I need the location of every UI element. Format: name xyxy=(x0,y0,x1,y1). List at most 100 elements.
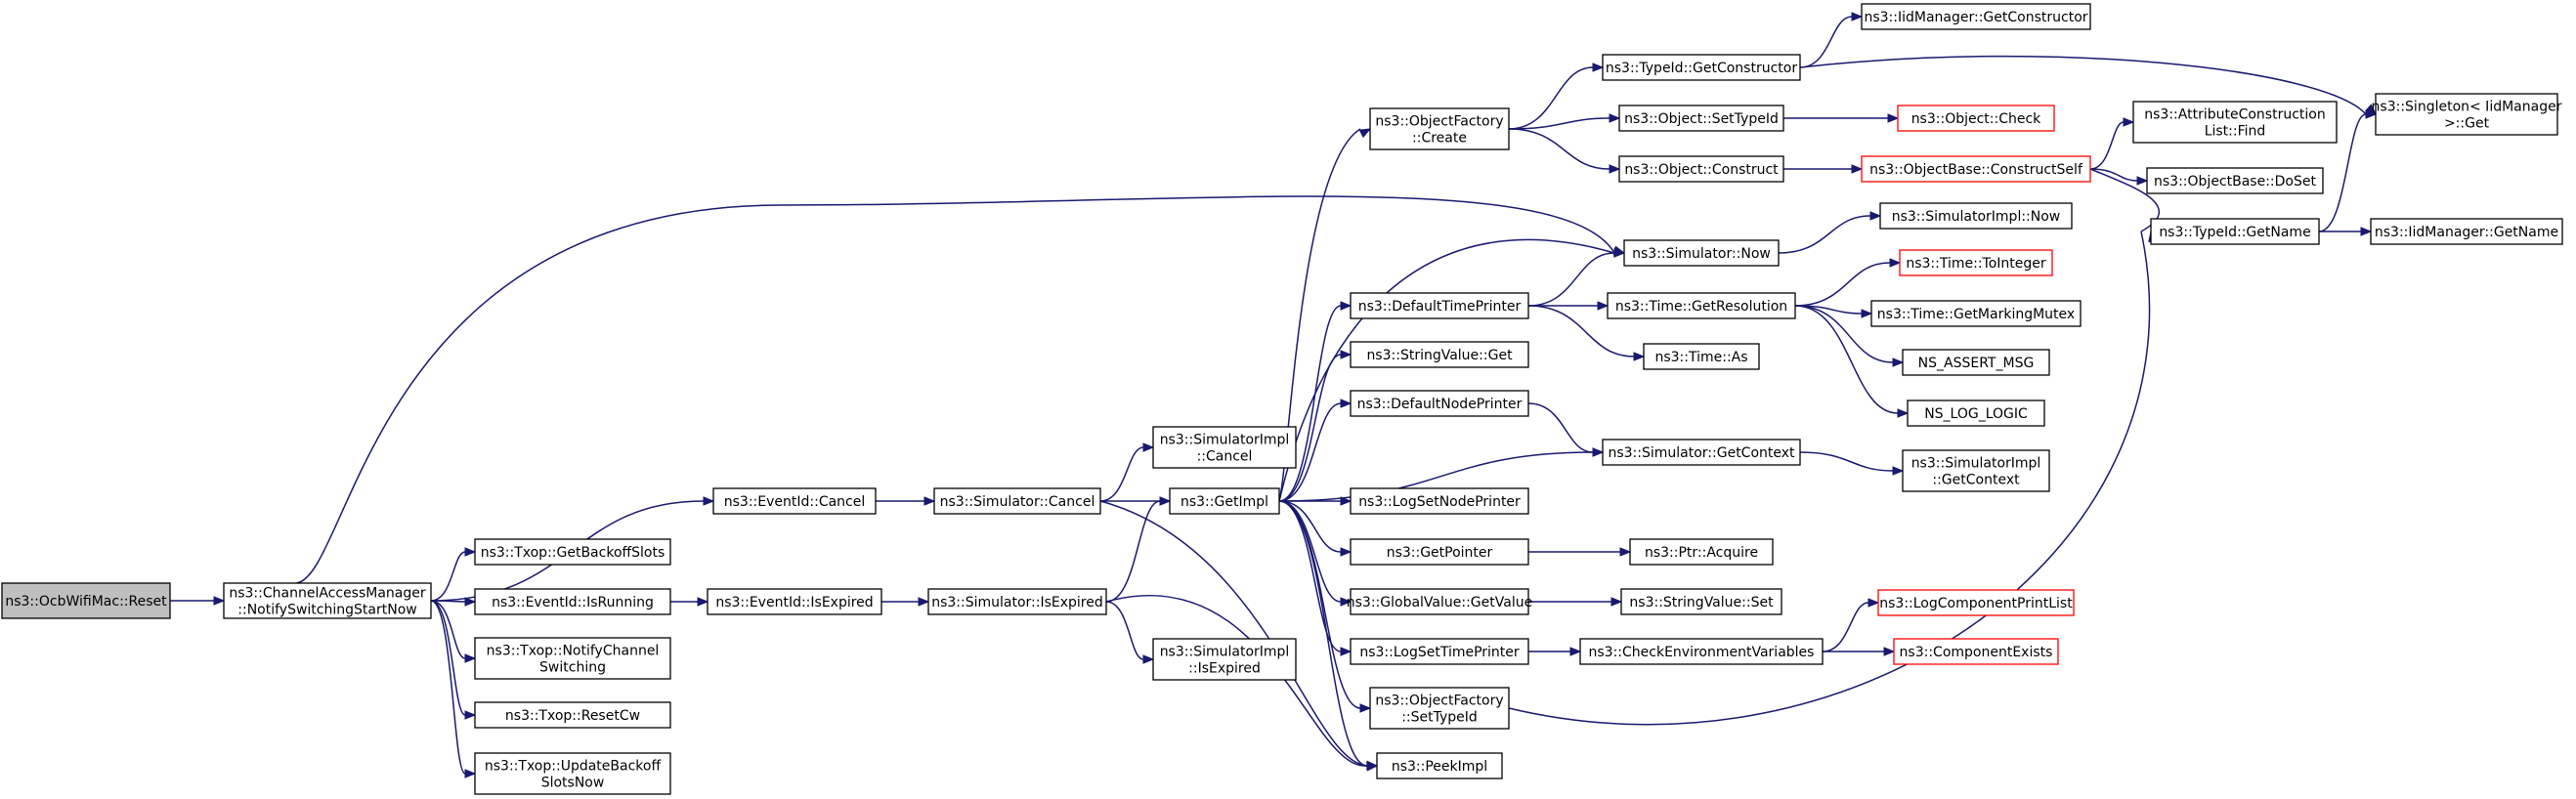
node-iidgetname[interactable]: ns3::IidManager::GetName xyxy=(2370,218,2563,245)
node-label: ns3::LogComponentPrintList xyxy=(1879,596,2073,611)
edge-simcancel-simimplcancel xyxy=(1099,446,1144,502)
node-label: ns3::Time::GetMarkingMutex xyxy=(1877,307,2075,322)
node-strset[interactable]: ns3::StringValue::Set xyxy=(1620,588,1782,615)
edge-arrowhead xyxy=(1159,496,1172,506)
edge-getimpl-getpointer xyxy=(1278,500,1342,553)
node-label: ns3::ObjectBase::ConstructSelf xyxy=(1869,162,2083,178)
node-logsettime[interactable]: ns3::LogSetTimePrinter xyxy=(1350,638,1529,665)
node-getbackoff[interactable]: ns3::Txop::GetBackoffSlots xyxy=(474,538,671,566)
node-label: ns3::ComponentExists xyxy=(1900,645,2053,660)
node-label: ns3::Txop::GetBackoffSlots xyxy=(481,545,665,561)
node-label: ns3::Txop::NotifyChannel xyxy=(487,644,660,659)
node-label: ns3::EventId::IsRunning xyxy=(492,595,654,610)
node-box xyxy=(1350,538,1529,566)
node-ptracquire[interactable]: ns3::Ptr::Acquire xyxy=(1629,538,1774,566)
node-obcs[interactable]: ns3::ObjectBase::ConstructSelf xyxy=(1861,155,2091,183)
node-box xyxy=(2146,167,2324,194)
node-box xyxy=(223,582,432,619)
edge-getimpl-logsettime xyxy=(1278,500,1342,652)
node-label: ns3::GetImpl xyxy=(1181,494,1268,510)
node-objconstruct[interactable]: ns3::Object::Construct xyxy=(1618,155,1784,183)
edge-arrowhead xyxy=(1619,547,1632,557)
edge-ofcreate-objsettypeid xyxy=(1508,117,1610,130)
node-box xyxy=(1643,343,1760,370)
edge-arrowhead xyxy=(1366,761,1379,771)
node-simgetctx[interactable]: ns3::Simulator::GetContext xyxy=(1602,439,1801,466)
node-eidcancel[interactable]: ns3::EventId::Cancel xyxy=(712,487,877,515)
edge-arrowhead xyxy=(1887,113,1900,123)
node-label: ns3::GetPointer xyxy=(1387,545,1493,561)
node-simisexpired[interactable]: ns3::Simulator::IsExpired xyxy=(927,588,1107,615)
node-timegetres[interactable]: ns3::Time::GetResolution xyxy=(1607,292,1796,319)
node-deftime[interactable]: ns3::DefaultTimePrinter xyxy=(1350,292,1529,319)
node-label: ns3::Object::Construct xyxy=(1624,162,1779,178)
node-iidgetctor[interactable]: ns3::IidManager::GetConstructor xyxy=(1861,3,2091,30)
node-label: ns3::PeekImpl xyxy=(1392,759,1487,775)
edge-simisexpired-peekimpl xyxy=(1105,594,1368,767)
node-getimpl[interactable]: ns3::GetImpl xyxy=(1169,487,1280,515)
edge-arrowhead xyxy=(1340,301,1352,311)
node-assertmsg[interactable]: NS_ASSERT_MSG xyxy=(1902,349,2050,376)
node-ofsettypeid[interactable]: ns3::ObjectFactory::SetTypeId xyxy=(1369,687,1510,730)
edge-tidgetctor-singleton xyxy=(1799,55,2367,115)
node-compexists[interactable]: ns3::ComponentExists xyxy=(1893,638,2059,665)
node-timemutex[interactable]: ns3::Time::GetMarkingMutex xyxy=(1870,300,2082,327)
node-checkenv[interactable]: ns3::CheckEnvironmentVariables xyxy=(1579,638,1824,665)
node-strget[interactable]: ns3::StringValue::Get xyxy=(1350,341,1529,368)
edge-arrowhead xyxy=(2360,227,2373,236)
node-loglogic[interactable]: NS_LOG_LOGIC xyxy=(1907,400,2045,427)
node-simcancel[interactable]: ns3::Simulator::Cancel xyxy=(933,487,1101,515)
node-defnode[interactable]: ns3::DefaultNodePrinter xyxy=(1350,390,1529,417)
edge-ofcreate-tidgetctor xyxy=(1508,66,1594,130)
node-label: ns3::SimulatorImpl xyxy=(1911,456,2041,472)
edge-getimpl-simgetctx xyxy=(1278,451,1594,502)
node-label: ns3::IidManager::GetConstructor xyxy=(1864,10,2087,25)
edge-cam-updbackoff xyxy=(430,600,466,775)
node-simimplisexpired[interactable]: ns3::SimulatorImpl::IsExpired xyxy=(1152,638,1297,681)
node-cam[interactable]: ns3::ChannelAccessManager::NotifySwitchi… xyxy=(223,582,432,619)
edge-getimpl-simnow xyxy=(1278,238,1615,502)
node-getpointer[interactable]: ns3::GetPointer xyxy=(1350,538,1529,566)
node-tidgetctor[interactable]: ns3::TypeId::GetConstructor xyxy=(1602,54,1801,81)
node-box xyxy=(1899,249,2053,276)
node-logcompprint[interactable]: ns3::LogComponentPrintList xyxy=(1877,589,2075,616)
node-simimplcancel[interactable]: ns3::SimulatorImpl::Cancel xyxy=(1152,426,1297,469)
node-simnow[interactable]: ns3::Simulator::Now xyxy=(1623,239,1780,267)
node-ofcreate[interactable]: ns3::ObjectFactory::Create xyxy=(1369,107,1510,150)
node-eidisexpired[interactable]: ns3::EventId::IsExpired xyxy=(707,588,882,615)
node-obdoset[interactable]: ns3::ObjectBase::DoSet xyxy=(2146,167,2324,194)
node-singleton[interactable]: ns3::Singleton< IidManager >::Get xyxy=(2372,93,2562,136)
node-box xyxy=(1870,300,2082,327)
node-box xyxy=(1152,638,1297,681)
edge-tidgetctor-iidgetctor xyxy=(1799,16,1853,68)
node-gvgetvalue[interactable]: ns3::GlobalValue::GetValue xyxy=(1347,588,1532,615)
edge-getimpl-ofcreate xyxy=(1278,128,1361,502)
edge-arrowhead xyxy=(2365,109,2378,119)
node-reset[interactable]: ns3::OcbWifiMac::Reset xyxy=(1,582,171,619)
node-box xyxy=(1607,292,1796,319)
node-label: ns3::StringValue::Get xyxy=(1366,348,1513,363)
node-simimplnow[interactable]: ns3::SimulatorImpl::Now xyxy=(1879,202,2073,230)
edge-arrowhead xyxy=(703,496,715,506)
node-timetoint[interactable]: ns3::Time::ToInteger xyxy=(1899,249,2053,276)
node-box xyxy=(1629,538,1774,566)
node-box xyxy=(1602,439,1801,466)
node-box xyxy=(1902,349,2050,376)
edge-arrowhead xyxy=(1358,128,1372,139)
node-label: ns3::ObjectBase::DoSet xyxy=(2154,174,2316,189)
node-label: ns3::StringValue::Set xyxy=(1629,595,1774,610)
node-eidisrunning[interactable]: ns3::EventId::IsRunning xyxy=(474,588,671,615)
node-resetcw[interactable]: ns3::Txop::ResetCw xyxy=(474,701,671,729)
edge-arrowhead xyxy=(1889,258,1902,268)
node-label: ::SetTypeId xyxy=(1401,710,1478,726)
node-peekimpl[interactable]: ns3::PeekImpl xyxy=(1376,752,1503,779)
node-tidgetname[interactable]: ns3::TypeId::GetName xyxy=(2150,218,2320,245)
node-objsettypeid[interactable]: ns3::Object::SetTypeId xyxy=(1618,105,1784,132)
node-objcheck[interactable]: ns3::Object::Check xyxy=(1897,105,2055,132)
node-simimplgetctx[interactable]: ns3::SimulatorImpl::GetContext xyxy=(1902,449,2050,492)
node-timeas[interactable]: ns3::Time::As xyxy=(1643,343,1760,370)
node-logsetnode[interactable]: ns3::LogSetNodePrinter xyxy=(1350,487,1529,515)
